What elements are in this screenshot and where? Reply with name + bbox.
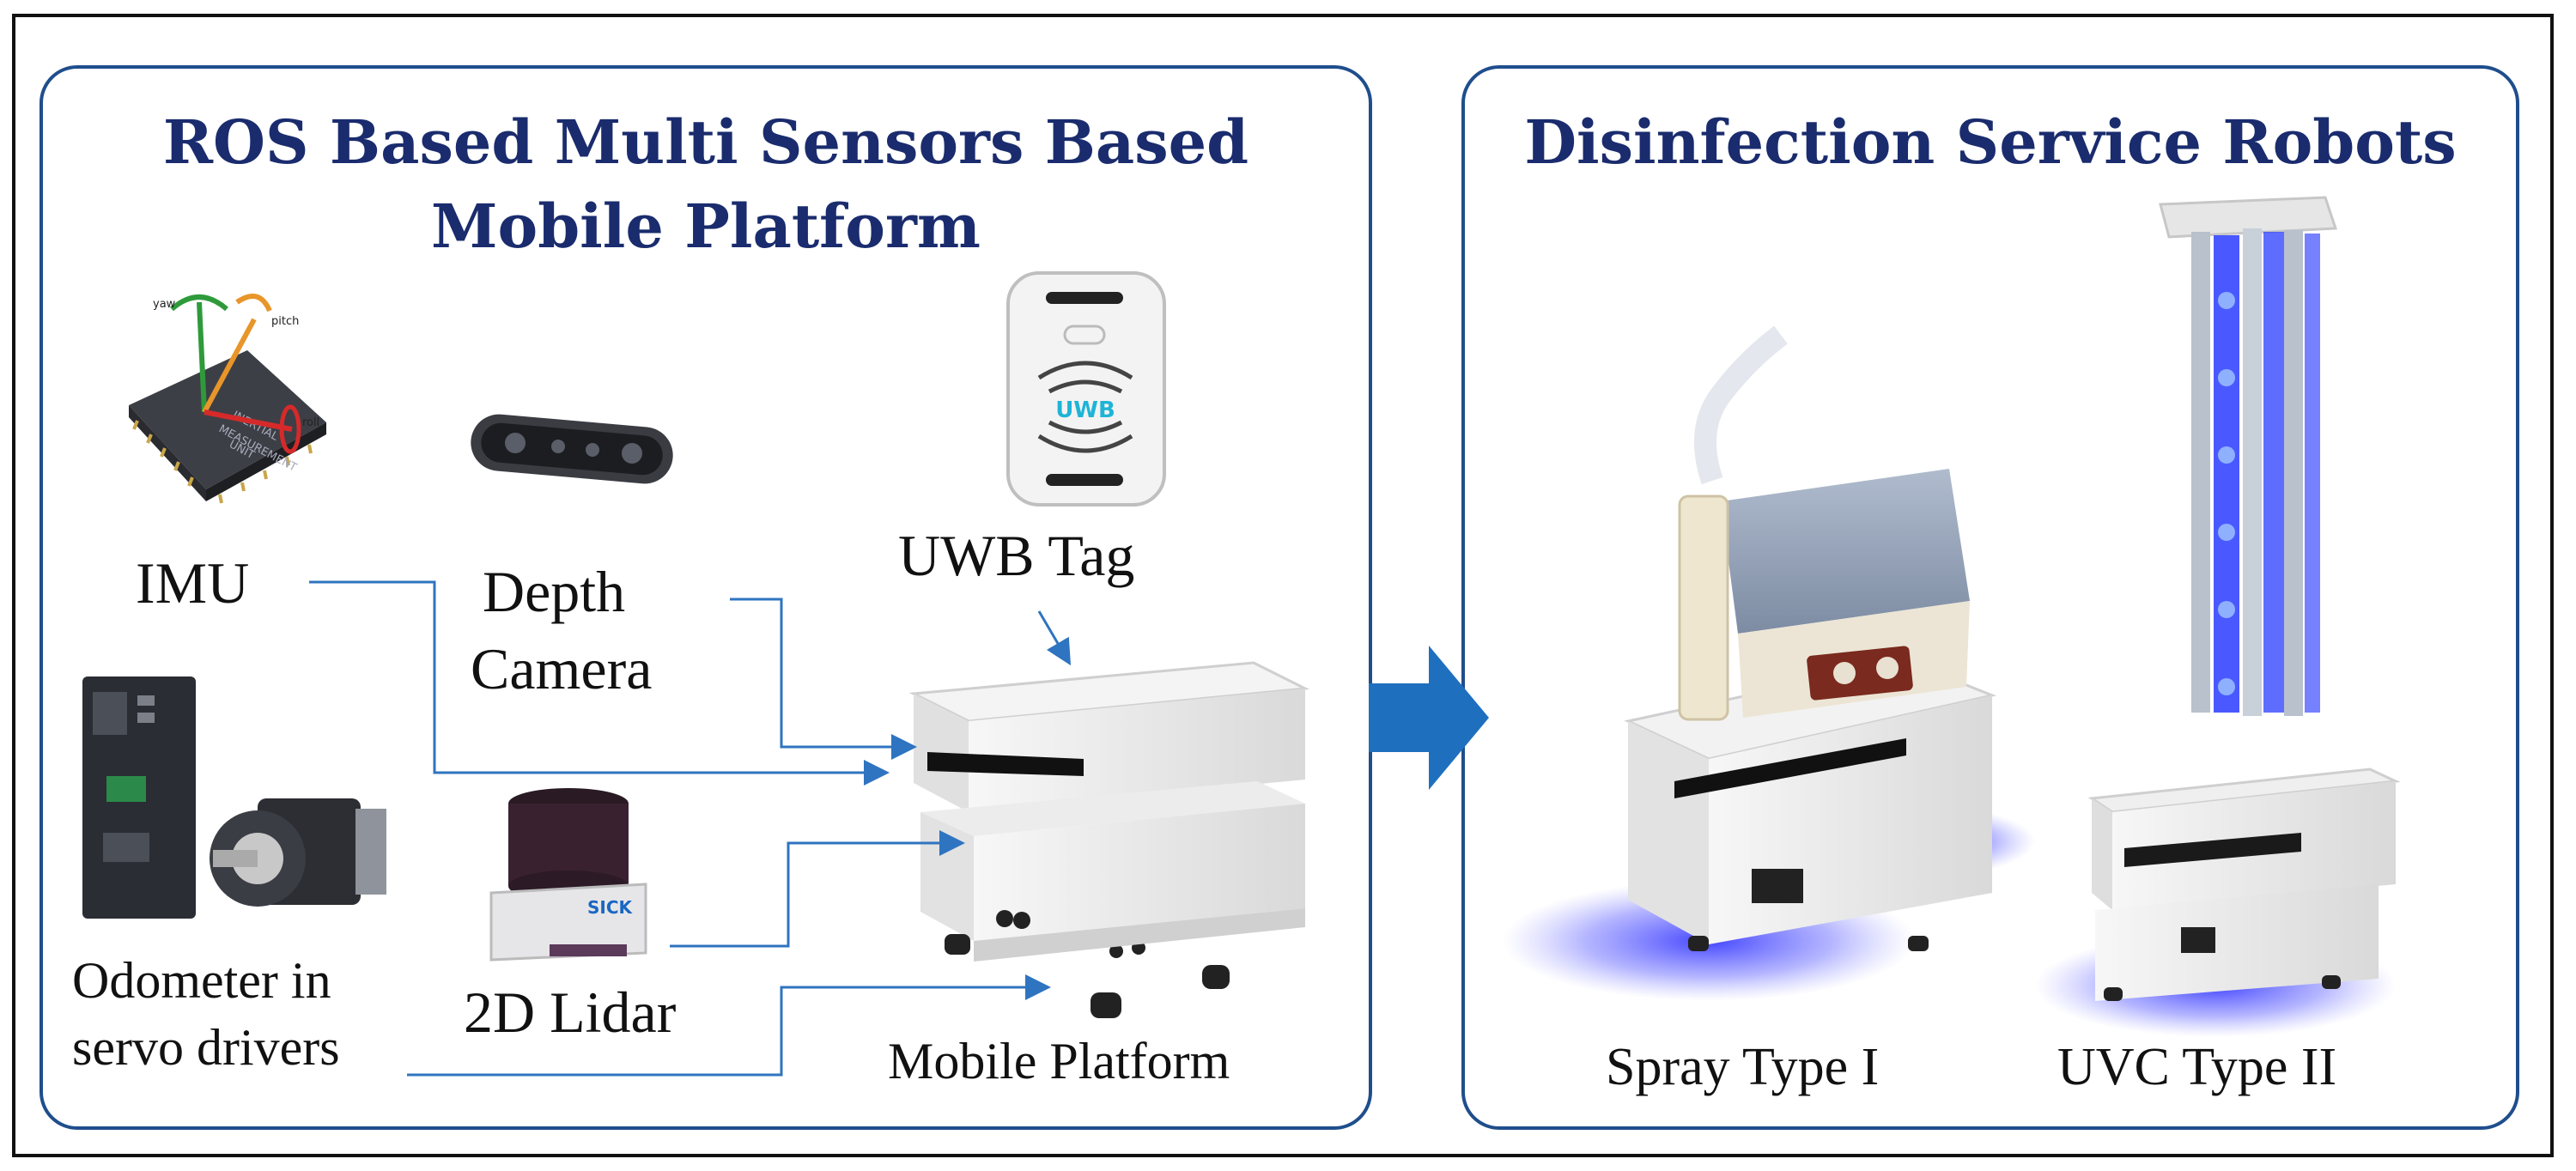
imu-label: IMU [136,550,250,616]
depth-camera-connector-arrow [730,598,917,760]
uwb-tag-connector-arrow [1037,610,1072,666]
imu-roll-text: roll [302,416,319,429]
spray-robot-icon [1503,325,2035,1001]
depth-camera-label-line1: Depth [483,559,626,624]
uwb-badge-text: UWB [1055,397,1115,423]
uwb-tag-icon: UWB [1006,271,1166,507]
lidar-icon: SICK [489,788,647,962]
right-panel-title: Disinfection Service Robots [1524,106,2457,178]
figure-frame [12,14,2554,1157]
odometer-connector-arrow [407,974,1051,1077]
lidar-connector-arrow [670,830,965,948]
uvc-type-label: UVC Type II [2057,1038,2337,1096]
transition-arrow-icon [1369,646,1489,790]
mobile-platform-label: Mobile Platform [888,1033,1230,1089]
uvc-robot-icon [2035,196,2401,1037]
depth-camera-label-line2: Camera [471,636,653,701]
spray-type-label: Spray Type I [1606,1038,1880,1096]
imu-yaw-text: yaw [153,298,176,311]
imu-chip-icon: INERTIAL MEASUREMENT UNIT yaw pitch roll [129,293,326,504]
depth-camera-icon [471,414,673,484]
mobile-platform-robot-icon [908,661,1310,1018]
odometer-label-line1: Odometer in [72,952,331,1009]
servo-motor-icon [210,798,386,907]
imu-pitch-text: pitch [271,315,299,328]
left-panel [39,65,1372,1130]
lidar-brand-text: SICK [587,897,634,918]
left-panel-title-line1: ROS Based Multi Sensors Based [162,106,1249,178]
uwb-tag-label: UWB Tag [898,523,1135,588]
lidar-label: 2D Lidar [464,980,677,1045]
odometer-label-line2: servo drivers [72,1019,340,1076]
left-panel-title-line2: Mobile Platform [431,191,981,262]
imu-connector-arrow [309,580,890,786]
servo-driver-icon [82,677,196,919]
